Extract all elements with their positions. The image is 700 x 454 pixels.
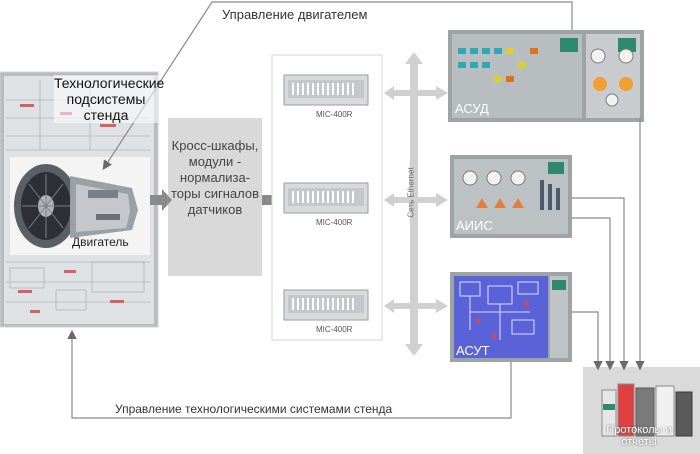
mic-label-1: MIC-400R — [316, 110, 353, 119]
tech-subsystems-label: Технологические подсистемы стенда — [54, 75, 165, 123]
tech-control-line — [67, 329, 512, 419]
ethernet-bus — [384, 52, 448, 356]
mic-unit-3 — [283, 289, 369, 321]
cross-cabinets-label: Кросс-шкафы, модули - нормализа-торы сиг… — [170, 138, 259, 217]
aiis-panel — [450, 155, 572, 238]
aiis-report-line-2 — [572, 217, 615, 371]
tech-control-label: Управление технологическими системами ст… — [115, 402, 393, 416]
mic-label-3: MIC-400R — [316, 325, 353, 334]
asut-report-line — [572, 311, 603, 371]
aiis-report-line-1 — [572, 197, 629, 371]
engine-control-label: Управление двигателем — [222, 7, 368, 22]
asut-label: АСУТ — [456, 343, 490, 358]
engine-picture — [10, 157, 150, 255]
protocols-label: Протоколы и отчеты — [606, 424, 672, 448]
mic-unit-2 — [283, 182, 369, 214]
protocols-box — [583, 367, 700, 454]
cross-cabinets-box — [168, 118, 262, 276]
arrow-subsystems-to-cabinets — [150, 189, 172, 211]
asud-label: АСУД — [455, 101, 489, 116]
ethernet-label: Сеть Ethernet — [406, 167, 416, 218]
mic-label-2: MIC-400R — [316, 218, 353, 227]
asut-panel — [450, 272, 572, 362]
mic-unit-1 — [283, 74, 369, 106]
engine-control-line — [102, 1, 573, 171]
aiis-label: АИИС — [456, 218, 493, 233]
asud-panel — [448, 30, 644, 122]
engine-label: Двигатель — [72, 235, 129, 249]
